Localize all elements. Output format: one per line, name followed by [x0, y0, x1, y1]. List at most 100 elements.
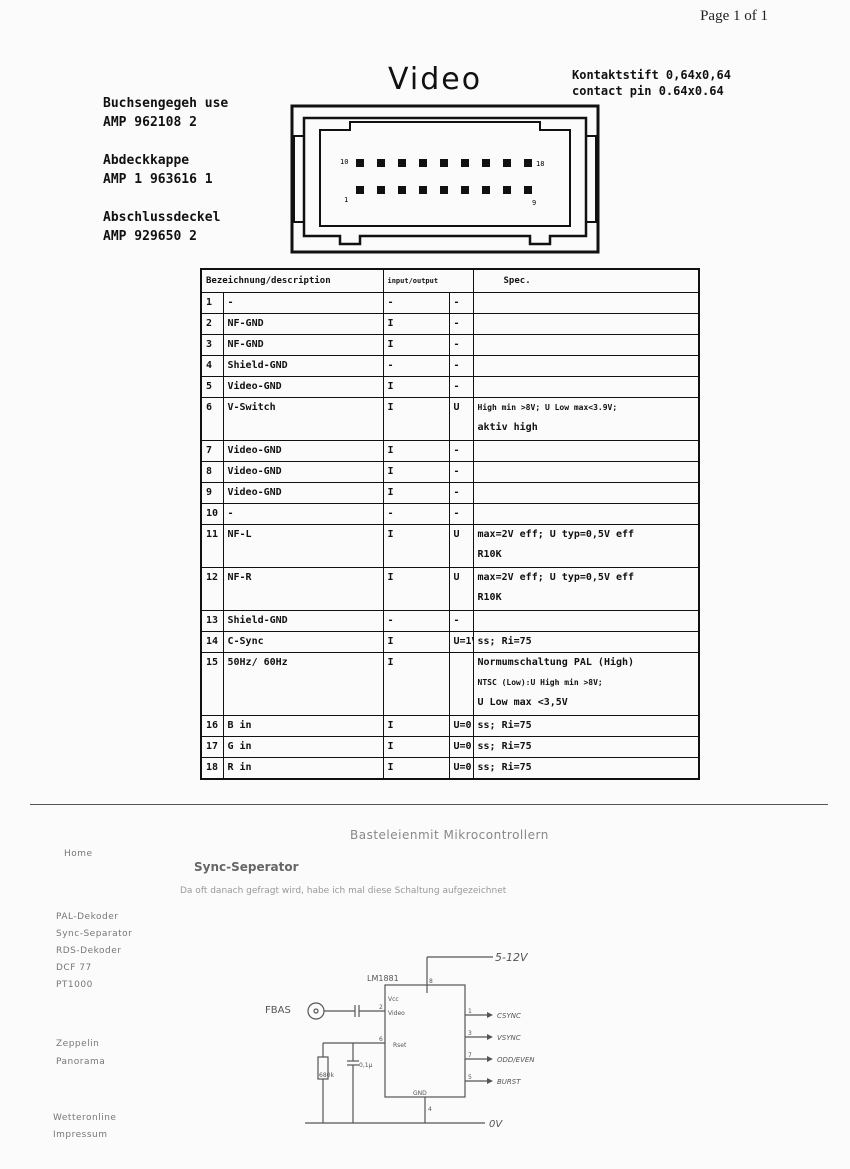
- cell-io: I: [382, 757, 450, 780]
- nav-link-zeppelin[interactable]: Zeppelin: [56, 1039, 100, 1049]
- pin-gnd-label: GND: [413, 1090, 427, 1097]
- spec-line: ss; Ri=75: [477, 720, 532, 731]
- cell-io-type: U=0,7V: [448, 715, 474, 737]
- pin-num-6: 6: [379, 1036, 383, 1043]
- nav-home-link[interactable]: Home: [64, 849, 93, 859]
- nav-link-dcf77[interactable]: DCF 77: [56, 963, 92, 973]
- sync-separator-schematic: 5-12V LM1881 FBAS Vcc Video Rset GND CSY…: [265, 951, 535, 1130]
- pin-row-top: [356, 159, 532, 167]
- cell-description: -: [222, 292, 384, 314]
- cell-pin-number: 7: [200, 440, 224, 462]
- cell-pin-number: 4: [200, 355, 224, 377]
- spec-line: NTSC (Low):U High min >8V;: [477, 678, 603, 687]
- cell-spec: [472, 610, 700, 632]
- cell-description: Video-GND: [222, 376, 384, 398]
- pin-num-1: 1: [468, 1008, 472, 1015]
- pin-rset-label: Rset: [393, 1042, 407, 1049]
- cell-io: I: [382, 334, 450, 356]
- cell-description: B in: [222, 715, 384, 737]
- arrow-burst: [487, 1078, 493, 1084]
- pin-square: [461, 159, 469, 167]
- cell-io: I: [382, 652, 450, 716]
- pin-label-10: 10: [340, 158, 348, 166]
- cell-spec: High min >8V; U Low max<3.9V;aktiv high: [472, 397, 700, 441]
- cell-description: NF-R: [222, 567, 384, 611]
- cell-io-type: -: [448, 355, 474, 377]
- page-number-label: Page 1 of 1: [700, 8, 768, 24]
- cell-io-type: -: [448, 503, 474, 525]
- pin-square: [356, 159, 364, 167]
- cell-io: I: [382, 736, 450, 758]
- cell-spec: [472, 376, 700, 398]
- arrow-oddeven: [487, 1056, 493, 1062]
- header-spec: Spec.: [472, 268, 700, 293]
- cell-description: -: [222, 503, 384, 525]
- cell-spec: [472, 461, 700, 483]
- nav-link-pal-dekoder[interactable]: PAL-Dekoder: [56, 912, 119, 922]
- nav-link-rds-dekoder[interactable]: RDS-Dekoder: [56, 946, 122, 956]
- cell-io: I: [382, 440, 450, 462]
- contact-pin-label-de: Kontaktstift 0,64x0,64: [572, 68, 731, 82]
- pin-square: [440, 186, 448, 194]
- cell-spec: [472, 503, 700, 525]
- nav-link-impressum[interactable]: Impressum: [53, 1130, 108, 1140]
- cell-io: -: [382, 503, 450, 525]
- pin-num-4: 4: [428, 1106, 432, 1113]
- cell-io-type: U: [448, 397, 474, 441]
- nav-link-sync-separator[interactable]: Sync-Separator: [56, 929, 133, 939]
- nav-link-pt1000[interactable]: PT1000: [56, 980, 93, 990]
- cell-description: Video-GND: [222, 461, 384, 483]
- connector-latch-left: [293, 135, 305, 223]
- input-jack-center: [313, 1008, 319, 1014]
- cell-io-type: -: [448, 610, 474, 632]
- cell-io-type: U: [448, 567, 474, 611]
- pin-square: [377, 186, 385, 194]
- cell-pin-number: 12: [200, 567, 224, 611]
- spec-line: max=2V eff; U typ=0,5V eff: [477, 572, 635, 583]
- page-intro-text: Da oft danach gefragt wird, habe ich mal…: [180, 886, 507, 896]
- pin-label-18: 18: [536, 160, 544, 168]
- cell-spec: [472, 440, 700, 462]
- spec-line: ss; Ri=75: [477, 741, 532, 752]
- connector-outline: [290, 104, 600, 254]
- nav-link-panorama[interactable]: Panorama: [56, 1057, 106, 1067]
- cell-spec: ss; Ri=75: [472, 715, 700, 737]
- cell-io: -: [382, 610, 450, 632]
- arrow-csync: [487, 1012, 493, 1018]
- part-housing: Buchsengegeh use AMP 962108 2: [103, 96, 229, 130]
- input-jack: [307, 1002, 325, 1020]
- spec-line: ss; Ri=75: [477, 636, 532, 647]
- cell-spec: [472, 482, 700, 504]
- cell-pin-number: 15: [200, 652, 224, 716]
- pin-num-7: 7: [468, 1052, 472, 1059]
- cell-io: I: [382, 397, 450, 441]
- spec-line: max=2V eff; U typ=0,5V eff: [477, 529, 635, 540]
- cell-pin-number: 16: [200, 715, 224, 737]
- pin-num-3: 3: [468, 1030, 472, 1037]
- site-title: Basteleienmit Mikrocontrollern: [350, 828, 549, 842]
- cell-description: NF-GND: [222, 334, 384, 356]
- cell-pin-number: 6: [200, 397, 224, 441]
- cell-pin-number: 14: [200, 631, 224, 653]
- cell-io-type: U=0,7V: [448, 736, 474, 758]
- cell-pin-number: 5: [200, 376, 224, 398]
- pin-square: [419, 186, 427, 194]
- cell-description: NF-L: [222, 524, 384, 568]
- nav-link-wetteronline[interactable]: Wetteronline: [53, 1113, 117, 1123]
- cell-spec: ss; Ri=75: [472, 631, 700, 653]
- cell-pin-number: 8: [200, 461, 224, 483]
- connector-latch-right: [585, 135, 597, 223]
- cell-io-type: -: [448, 376, 474, 398]
- cell-spec: [472, 355, 700, 377]
- ground-label: 0V: [489, 1119, 503, 1130]
